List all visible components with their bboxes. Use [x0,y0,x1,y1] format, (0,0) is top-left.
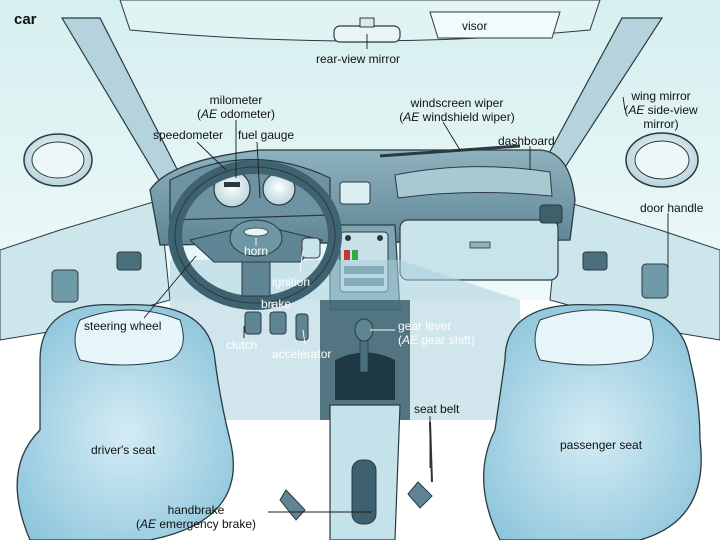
label-windscreen-wiper: windscreen wiper(AE windshield wiper) [399,96,515,124]
label-gear-lever: gear lever(AE gear shift) [398,319,475,347]
glovebox [399,219,559,281]
label-milometer-ae-prefix: AE [200,107,217,121]
label-speedometer: speedometer [153,128,224,142]
label-milometer: milometer(AE odometer) [196,93,276,121]
label-windscreen-wiper-term: windscreen wiper [410,96,504,110]
accelerator-pedal [295,313,309,341]
label-visor: visor [462,19,488,33]
label-milometer-ae-term: odometer [220,107,272,121]
label-passenger-seat: passenger seat [560,438,643,452]
label-gear-lever-ae-prefix: AE [402,333,419,347]
diagram-title: car [14,11,37,28]
label-wing-mirror-ae-term-2: mirror [643,117,675,131]
drivers-seat [16,303,234,540]
sun-visor [429,11,561,39]
label-door-handle: door handle [640,201,704,215]
label-wing-mirror-term: wing mirror [631,89,691,103]
label-fuel-gauge: fuel gauge [238,128,295,142]
label-ignition: ignition [272,275,311,289]
seat-belt-buckle-left [279,489,306,521]
label-wing-mirror-ae-prefix: AE [628,103,645,117]
label-accelerator: accelerator [272,347,332,361]
door-handle-left [51,269,79,303]
label-horn: horn [244,244,269,258]
label-steering-wheel: steering wheel [84,319,162,333]
label-dashboard: dashboard [498,134,555,148]
passenger-seat [482,303,702,540]
label-brake: brake [261,297,292,311]
label-handbrake-term: handbrake [167,503,225,517]
clutch-pedal [244,311,262,335]
seat-belt-buckle-right [407,481,433,509]
label-handbrake-ae-term: emergency brake [159,517,253,531]
leader-lines [143,34,669,513]
label-rear-view-mirror: rear-view mirror [316,52,400,66]
label-milometer-term: milometer [209,93,263,107]
label-clutch: clutch [226,338,258,352]
label-seat-belt: seat belt [414,402,460,416]
label-gear-lever-term: gear lever [398,319,452,333]
label-handbrake-ae-prefix: AE [139,517,156,531]
brake-pedal [269,311,287,335]
label-drivers-seat: driver's seat [91,443,156,457]
label-windscreen-wiper-ae-term: windshield wiper [422,110,511,124]
label-wing-mirror-ae-term-1: side-view [647,103,698,117]
label-windscreen-wiper-ae-prefix: AE [403,110,420,124]
label-handbrake: handbrake(AE emergency brake) [135,503,257,531]
handbrake-lever [351,459,377,525]
door-handle-right [641,263,669,299]
label-gear-lever-ae-term: gear shift [421,333,471,347]
ignition-switch [301,237,321,259]
